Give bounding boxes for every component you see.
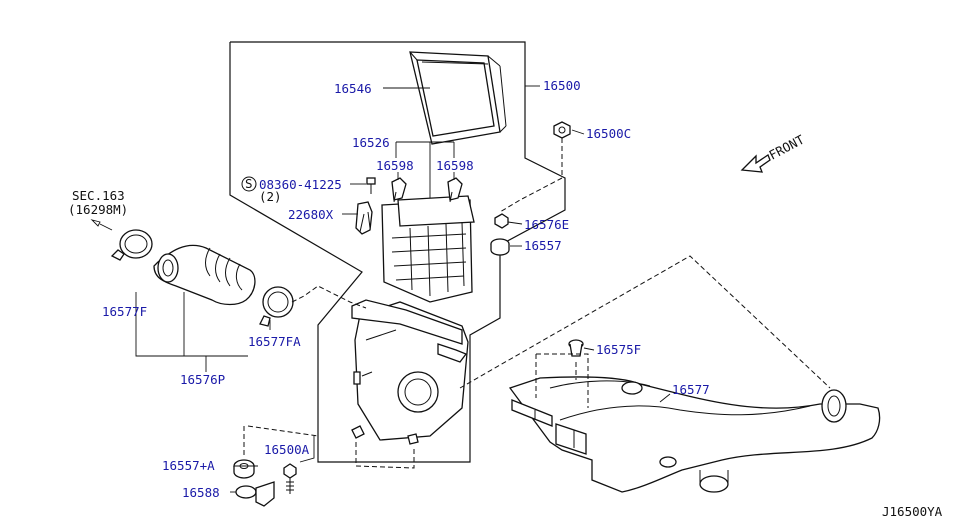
bracket-16588[interactable]: [235, 481, 275, 507]
bolt-16500a[interactable]: [283, 463, 297, 494]
air-cleaner-upper-cover[interactable]: [381, 195, 475, 303]
front-arrow-icon: [740, 154, 771, 173]
hose-clamp-left[interactable]: [110, 229, 153, 261]
filter-element[interactable]: [409, 51, 507, 145]
svg-text:S: S: [245, 176, 253, 191]
label-08360-qty: (2): [259, 189, 282, 204]
diagram-id: J16500YA: [882, 504, 943, 519]
assembly-frame: [229, 41, 566, 463]
label-16575f[interactable]: 16575F: [596, 342, 641, 357]
label-16588[interactable]: 16588: [182, 485, 220, 500]
grommet-16575f[interactable]: [568, 339, 584, 357]
leader-lines: [90, 85, 671, 493]
mount-16557[interactable]: [490, 238, 510, 256]
label-16557[interactable]: 16557: [524, 238, 562, 253]
clip-left[interactable]: [391, 177, 407, 203]
label-16557-a[interactable]: 16557+A: [162, 458, 215, 473]
hose-clamp-right[interactable]: [259, 286, 294, 327]
dashed-connectors: [243, 138, 831, 469]
sec-reference-title: SEC.163: [72, 188, 125, 203]
label-16500a[interactable]: 16500A: [264, 442, 310, 457]
label-16577fa[interactable]: 16577FA: [248, 334, 301, 349]
screw-symbol-icon: S: [241, 176, 257, 192]
label-16526[interactable]: 16526: [352, 135, 390, 150]
label-16598-left[interactable]: 16598: [376, 158, 414, 173]
label-16546[interactable]: 16546: [334, 81, 372, 96]
nut-16500c[interactable]: [553, 121, 571, 139]
mount-16557a[interactable]: [233, 459, 255, 479]
label-16576e[interactable]: 16576E: [524, 217, 569, 232]
label-16500c[interactable]: 16500C: [586, 126, 631, 141]
label-16577f[interactable]: 16577F: [102, 304, 147, 319]
front-label: FRONT: [766, 132, 807, 163]
grommet-16576e[interactable]: [494, 213, 509, 229]
label-08360-41225[interactable]: 08360-41225: [259, 177, 342, 192]
resonator-duct[interactable]: [508, 376, 881, 493]
bolt-08360[interactable]: [366, 177, 376, 194]
clip-right[interactable]: [447, 177, 463, 203]
air-cleaner-lower-case[interactable]: [351, 299, 469, 445]
intake-hose[interactable]: [153, 244, 256, 306]
label-16500[interactable]: 16500: [543, 78, 581, 93]
label-16577[interactable]: 16577: [672, 382, 710, 397]
sec-reference-part: (16298M): [68, 202, 128, 217]
label-16576p[interactable]: 16576P: [180, 372, 225, 387]
airflow-sensor[interactable]: [355, 201, 373, 235]
label-16598-right[interactable]: 16598: [436, 158, 474, 173]
label-22680x[interactable]: 22680X: [288, 207, 334, 222]
